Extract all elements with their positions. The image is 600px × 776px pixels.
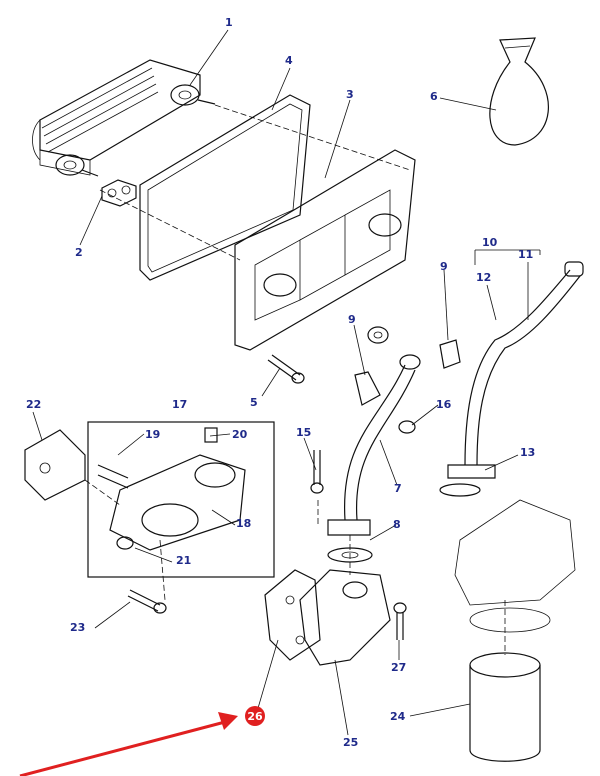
callout-20: 20 (232, 428, 248, 441)
washer (367, 326, 389, 344)
bolt-5 (267, 354, 305, 384)
callout-27: 27 (391, 661, 406, 674)
bolt-27 (393, 602, 407, 640)
red-arrow (19, 712, 238, 776)
nut-16 (398, 420, 416, 434)
gasket-26 (264, 569, 321, 661)
bolt-15 (310, 450, 324, 494)
callout-26: 26 (247, 710, 263, 723)
callout-5: 5 (250, 396, 258, 409)
callout-21: 21 (176, 554, 191, 567)
callout-17: 17 (172, 398, 187, 411)
bracket-9b (439, 339, 461, 369)
callout-8: 8 (393, 518, 401, 531)
callout-23: 23 (70, 621, 85, 634)
callout-25: 25 (343, 736, 358, 749)
callout-11: 11 (518, 248, 533, 261)
filter-housing (299, 569, 391, 666)
callout-4: 4 (285, 54, 293, 67)
callout-6: 6 (430, 90, 438, 103)
callout-13: 13 (520, 446, 535, 459)
callout-12: 12 (476, 271, 491, 284)
bolt-23 (127, 589, 167, 614)
engine-block (454, 499, 576, 633)
oil-filter (469, 652, 541, 762)
callout-18: 18 (236, 517, 251, 530)
callout-9b: 9 (440, 260, 448, 273)
callout-7: 7 (394, 482, 402, 495)
callout-3: 3 (346, 88, 354, 101)
oil-pipe (327, 354, 421, 536)
callout-24: 24 (390, 710, 406, 723)
callout-2: 2 (75, 246, 83, 259)
filter-head-inset (87, 421, 275, 578)
cover-plate (234, 149, 416, 351)
seal-package (489, 37, 549, 146)
callout-19: 19 (145, 428, 160, 441)
callout-22: 22 (26, 398, 41, 411)
bracket-9a (354, 371, 381, 406)
callout-10: 10 (482, 236, 498, 249)
callout-15: 15 (296, 426, 311, 439)
callout-26-highlight: 26 (245, 706, 265, 726)
gasket-small (101, 179, 137, 207)
callout-9a: 9 (348, 313, 356, 326)
return-pipe (447, 261, 584, 479)
gasket-22 (24, 429, 86, 501)
callout-16: 16 (436, 398, 452, 411)
seal-13 (439, 483, 481, 497)
callout-1: 1 (225, 16, 233, 29)
oil-cooler (32, 59, 216, 177)
